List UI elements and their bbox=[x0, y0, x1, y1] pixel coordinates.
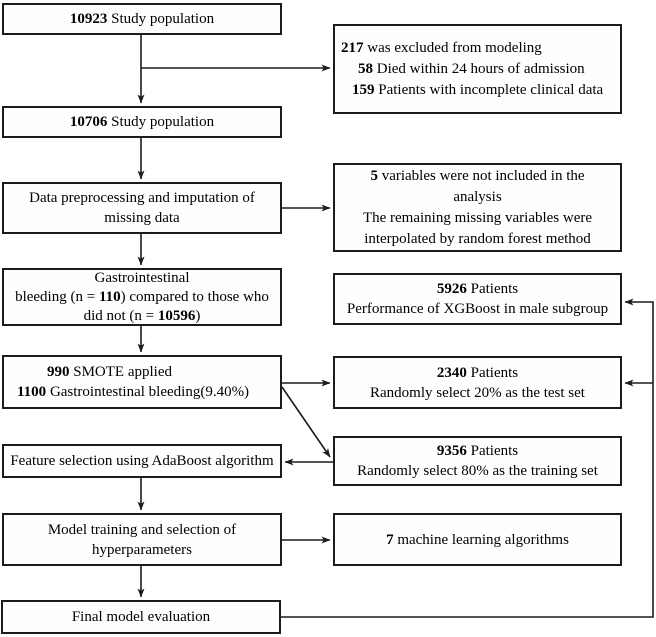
box-line: 10923 Study population bbox=[69, 11, 215, 27]
box-line: 2340 Patients bbox=[436, 364, 519, 381]
box-study-population-initial: 10923 Study population bbox=[2, 3, 282, 35]
box-line: The remaining missing variables were bbox=[362, 209, 593, 226]
box-line: did not (n = 10596) bbox=[83, 307, 201, 324]
box-line: hyperparameters bbox=[92, 541, 192, 558]
box-variables-excluded: 5 variables were not included in the anal… bbox=[333, 163, 622, 252]
box-line: 217 was excluded from modeling bbox=[341, 39, 542, 56]
box-line: analysis bbox=[453, 188, 502, 205]
box-line: 5926 Patients bbox=[436, 281, 519, 297]
arrow-final-to-male-subgroup bbox=[281, 298, 654, 618]
box-study-population-after: 10706 Study population bbox=[2, 106, 282, 138]
box-smote: 990 SMOTE applied 1100 Gastrointestinal b… bbox=[2, 355, 282, 409]
box-line: 9356 Patients bbox=[436, 443, 519, 459]
box-line: missing data bbox=[104, 210, 180, 226]
box-line: 159 Patients with incomplete clinical da… bbox=[352, 81, 604, 98]
box-line: Data preprocessing and imputation of bbox=[29, 190, 255, 206]
box-line: Gastrointestinal bbox=[94, 269, 190, 286]
box-line: 1100 Gastrointestinal bleeding(9.40%) bbox=[17, 384, 250, 400]
box-line: Randomly select 20% as the test set bbox=[370, 384, 585, 401]
box-line: 7 machine learning algorithms bbox=[386, 531, 569, 548]
box-line: 58 Died within 24 hours of admission bbox=[358, 60, 585, 77]
box-final-evaluation: Final model evaluation bbox=[1, 600, 281, 634]
box-line: 5 variables were not included in the bbox=[370, 167, 585, 184]
box-ml-algorithms: 7 machine learning algorithms bbox=[333, 513, 622, 566]
box-line: 10706 Study population bbox=[69, 114, 215, 130]
box-excluded: 217 was excluded from modeling 58 Died wi… bbox=[333, 24, 622, 114]
box-line: bleeding (n = 110) compared to those who bbox=[15, 288, 269, 305]
box-preprocessing: Data preprocessing and imputation of miss… bbox=[2, 182, 282, 234]
box-line: Randomly select 80% as the training set bbox=[357, 463, 598, 479]
box-line: 990 SMOTE applied bbox=[47, 364, 172, 380]
box-line: interpolated by random forest method bbox=[364, 230, 591, 247]
box-line: Final model evaluation bbox=[71, 609, 211, 625]
box-line: Performance of XGBoost in male subgroup bbox=[346, 301, 609, 317]
box-model-training: Model training and selection of hyperpara… bbox=[2, 513, 282, 566]
box-line: Model training and selection of bbox=[47, 521, 237, 538]
arrow-smote-to-training-set bbox=[281, 386, 331, 458]
box-gi-bleeding: Gastrointestinal bleeding (n = 110) compa… bbox=[2, 268, 282, 326]
box-feature-selection: Feature selection using AdaBoost algorit… bbox=[2, 444, 282, 478]
box-line: Feature selection using AdaBoost algorit… bbox=[10, 453, 274, 469]
